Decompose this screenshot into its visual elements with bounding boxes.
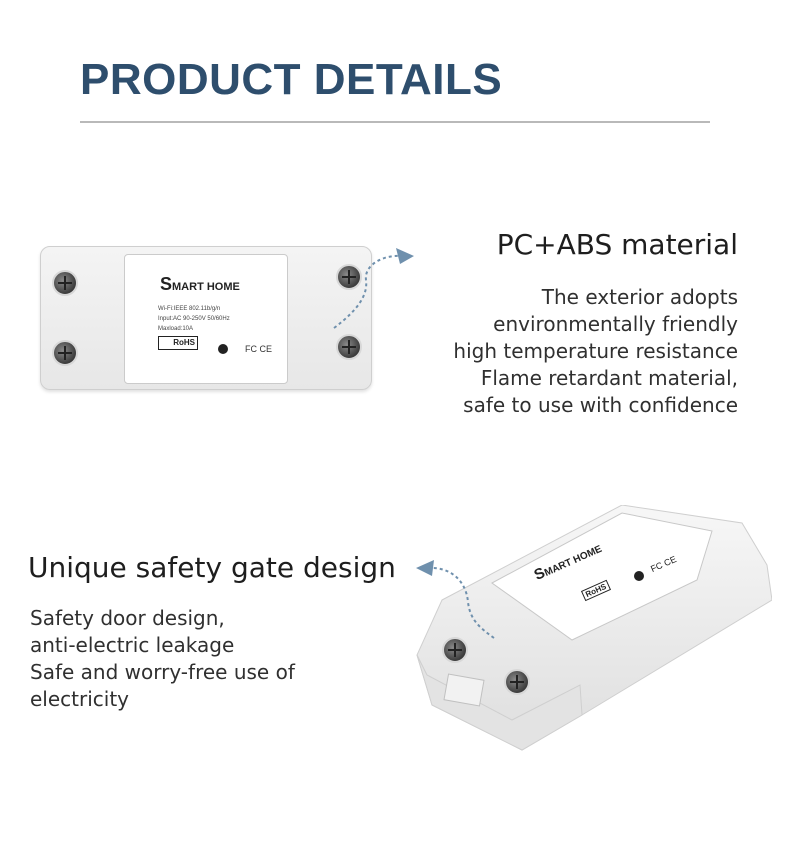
arrow-icon [333, 248, 414, 329]
arrow-icon [416, 560, 495, 639]
screw-icon [52, 340, 78, 366]
device-label [124, 254, 288, 384]
product-image-angled: SMART HOME FC CE RoHS [412, 505, 772, 755]
product-image-front: SMART HOME Wi-Fi:IEEE 802.11b/g/n Input:… [40, 240, 372, 390]
page-title: PRODUCT DETAILS [80, 55, 503, 104]
cert-marks: FC CE [245, 344, 272, 354]
feature-heading-material: PC+ABS material [496, 228, 738, 261]
screw-icon [336, 334, 362, 360]
feature-description-material: The exterior adopts environmentally frie… [453, 285, 738, 417]
screw-icon [52, 270, 78, 296]
screw-icon [442, 637, 468, 663]
spec-load: Maxload:10A [158, 326, 194, 332]
screw-icon [504, 669, 530, 695]
feature-heading-safety-gate: Unique safety gate design [28, 551, 396, 584]
spec-wifi: Wi-Fi:IEEE 802.11b/g/n [158, 306, 221, 312]
brand-name: SMART HOME [160, 274, 240, 294]
rohs-badge: RoHS [158, 336, 198, 350]
pairing-button [218, 344, 228, 354]
spec-input: Input:AC 90-250V 50/60Hz [158, 316, 230, 322]
screw-icon [336, 264, 362, 290]
pairing-button [634, 571, 644, 581]
title-divider [80, 121, 710, 123]
feature-description-safety-gate: Safety door design, anti-electric leakag… [30, 606, 295, 711]
